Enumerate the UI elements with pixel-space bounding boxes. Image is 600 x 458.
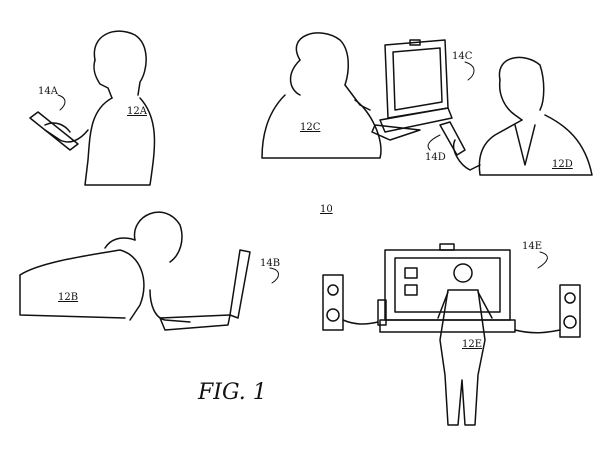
label-12b: 12B [58, 292, 79, 303]
label-14d: 14D [425, 152, 446, 163]
user-12d-with-phone-drawing [439, 56, 593, 176]
label-12a: 12A [127, 106, 147, 117]
user-12e-with-tv-system-drawing [322, 243, 581, 426]
label-12e: 12E [462, 339, 483, 350]
user-12b-with-laptop-drawing [19, 211, 251, 331]
label-12c: 12C [300, 122, 321, 133]
label-10: 10 [320, 204, 333, 215]
user-12c-at-desktop-drawing [261, 32, 453, 159]
user-12a-with-tablet-drawing [29, 30, 156, 186]
figure-caption: FIG. 1 [198, 380, 267, 405]
label-14c: 14C [452, 51, 473, 62]
reference-arrows [57, 61, 548, 284]
label-14b: 14B [260, 258, 281, 269]
label-12d: 12D [552, 159, 573, 170]
label-14a: 14A [38, 86, 58, 97]
label-14e: 14E [522, 241, 543, 252]
